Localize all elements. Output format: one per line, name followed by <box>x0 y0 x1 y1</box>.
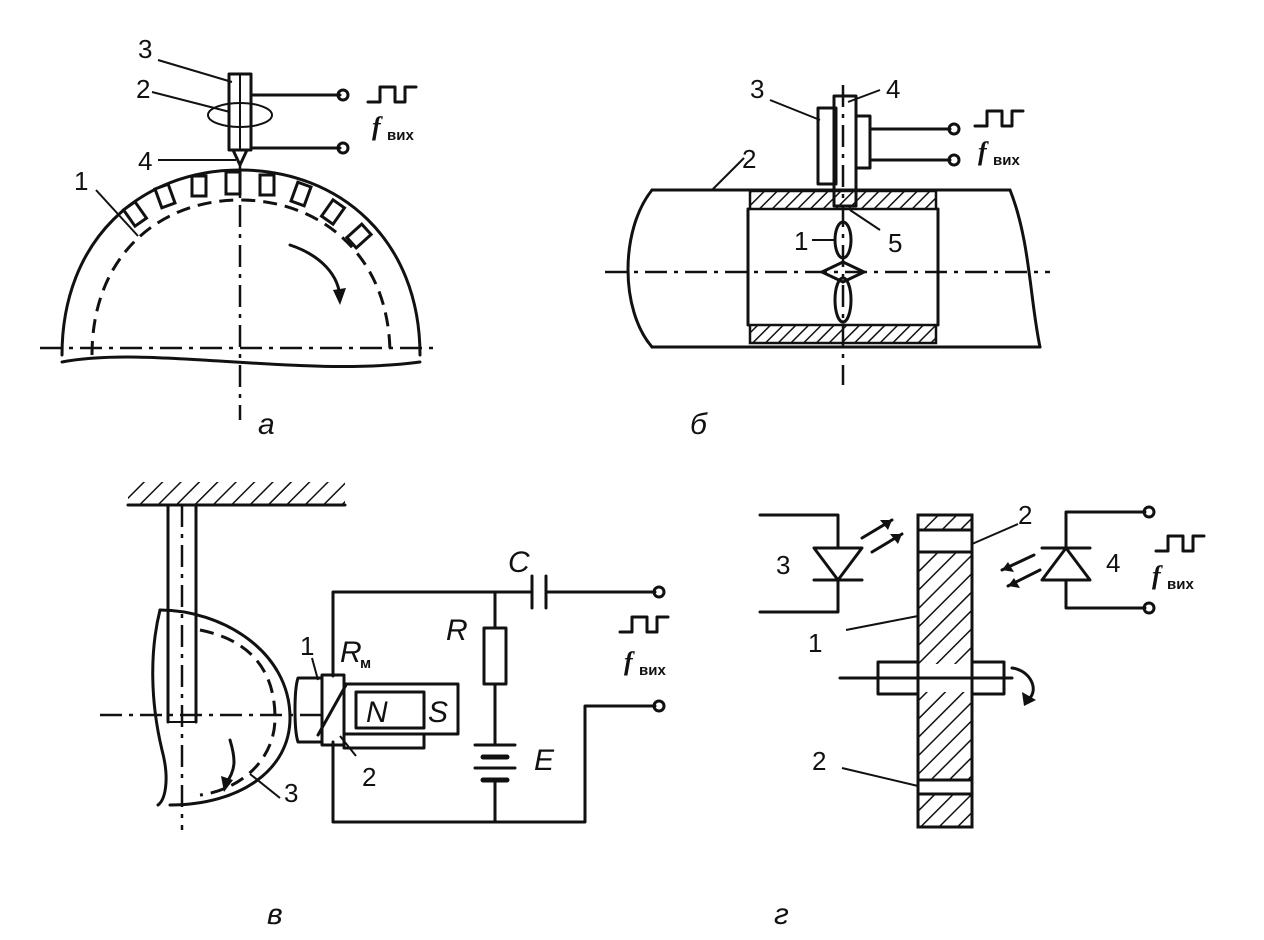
panel-v: N S f вих R м R C E 1 <box>100 482 670 931</box>
output-frequency-label: f <box>372 112 383 141</box>
label-r: R <box>446 614 468 647</box>
label-2: 2 <box>742 144 756 174</box>
photodiode <box>1000 505 1156 615</box>
label-rm-subscript: м <box>360 655 371 672</box>
caption-v: в <box>267 898 283 931</box>
panel-g: f вих 2 3 4 1 2 г <box>758 500 1206 931</box>
label-5: 5 <box>888 228 902 258</box>
rotor-teeth <box>121 170 374 251</box>
pulse-waveform-icon <box>973 109 1025 128</box>
fixed-mount <box>126 482 347 724</box>
label-2: 2 <box>136 74 150 104</box>
output-frequency-subscript: вих <box>639 662 666 679</box>
label-4: 4 <box>138 146 152 176</box>
caption-a: а <box>258 408 275 441</box>
light-emitter <box>758 513 904 614</box>
label-3: 3 <box>776 550 790 580</box>
output-frequency-label: f <box>978 137 989 166</box>
pipe <box>626 188 1042 349</box>
output-frequency-subscript: вих <box>1167 576 1194 593</box>
label-1: 1 <box>74 166 88 196</box>
output-frequency-label: f <box>1152 561 1163 590</box>
slotted-disk <box>916 513 974 829</box>
output-frequency-subscript: вих <box>387 127 414 144</box>
magnetic-sensor: N S <box>293 673 460 750</box>
label-1: 1 <box>794 226 808 256</box>
panel-b: f вих 3 4 2 5 1 б <box>605 74 1050 441</box>
pulse-waveform-icon <box>1154 534 1206 553</box>
magnet-south-label: S <box>428 696 448 729</box>
pulse-waveform-icon <box>366 85 418 104</box>
label-1: 1 <box>300 631 314 661</box>
label-rm: R <box>340 636 362 669</box>
label-3: 3 <box>750 74 764 104</box>
output-frequency-subscript: вих <box>993 152 1020 169</box>
label-2: 2 <box>362 762 376 792</box>
label-e: E <box>534 744 555 777</box>
shaft <box>838 660 1036 706</box>
label-4: 4 <box>886 74 900 104</box>
label-2-bottom: 2 <box>812 746 826 776</box>
caption-g: г <box>774 898 789 931</box>
panel-a: f вих 3 2 4 1 а <box>40 34 440 441</box>
label-3: 3 <box>284 778 298 808</box>
circuit <box>331 574 666 824</box>
caption-b: б <box>690 408 708 441</box>
sensor-probe <box>207 72 350 167</box>
pulse-waveform-icon <box>618 615 670 634</box>
rotation-arrow <box>288 243 342 302</box>
turbine-sensor <box>816 94 961 324</box>
label-1: 1 <box>808 628 822 658</box>
magnet-north-label: N <box>366 696 388 729</box>
label-3: 3 <box>138 34 152 64</box>
rotor-disk <box>60 168 422 369</box>
output-frequency-label: f <box>624 647 635 676</box>
label-4: 4 <box>1106 548 1120 578</box>
label-c: C <box>508 546 530 579</box>
gear-wheel <box>151 608 292 807</box>
label-2-top: 2 <box>1018 500 1032 530</box>
